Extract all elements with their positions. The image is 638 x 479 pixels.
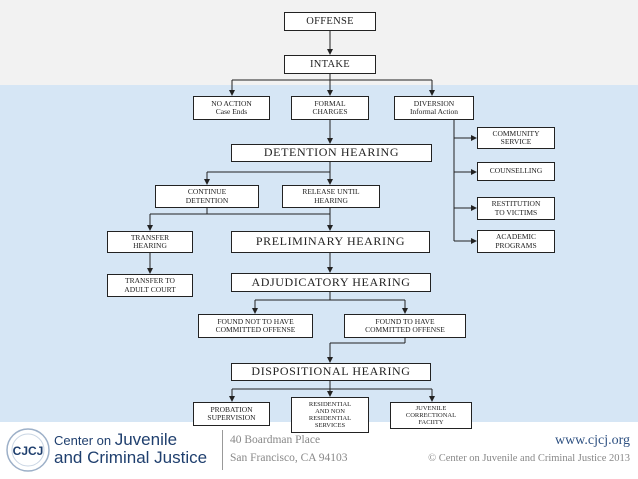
offense-box: OFFENSE xyxy=(284,12,376,31)
counselling-box: COUNSELLING xyxy=(477,162,555,181)
website-link[interactable]: www.cjcj.org xyxy=(554,433,630,448)
logo-letters: CJCJ xyxy=(13,444,44,458)
copyright-text: © Center on Juvenile and Criminal Justic… xyxy=(428,453,630,464)
detention-hearing-box: DETENTION HEARING xyxy=(231,144,432,162)
org-name-part2: Juvenile xyxy=(114,430,178,449)
address-line1: 40 Boardman Place xyxy=(230,434,321,446)
intake-box: INTAKE xyxy=(284,55,376,74)
dispositional-hearing-box: DISPOSITIONAL HEARING xyxy=(231,363,431,381)
cjcj-logo: CJCJ xyxy=(6,428,50,472)
adjudicatory-hearing-box: ADJUDICATORY HEARING xyxy=(231,273,431,292)
preliminary-hearing-box: PRELIMINARY HEARING xyxy=(231,231,430,253)
footer-divider xyxy=(222,430,223,470)
org-name-part1: Center on xyxy=(54,433,115,448)
address-line2: San Francisco, CA 94103 xyxy=(230,452,348,464)
org-name: Center on Juvenile and Criminal Justice xyxy=(54,431,207,467)
org-name-line2: and Criminal Justice xyxy=(54,447,208,467)
